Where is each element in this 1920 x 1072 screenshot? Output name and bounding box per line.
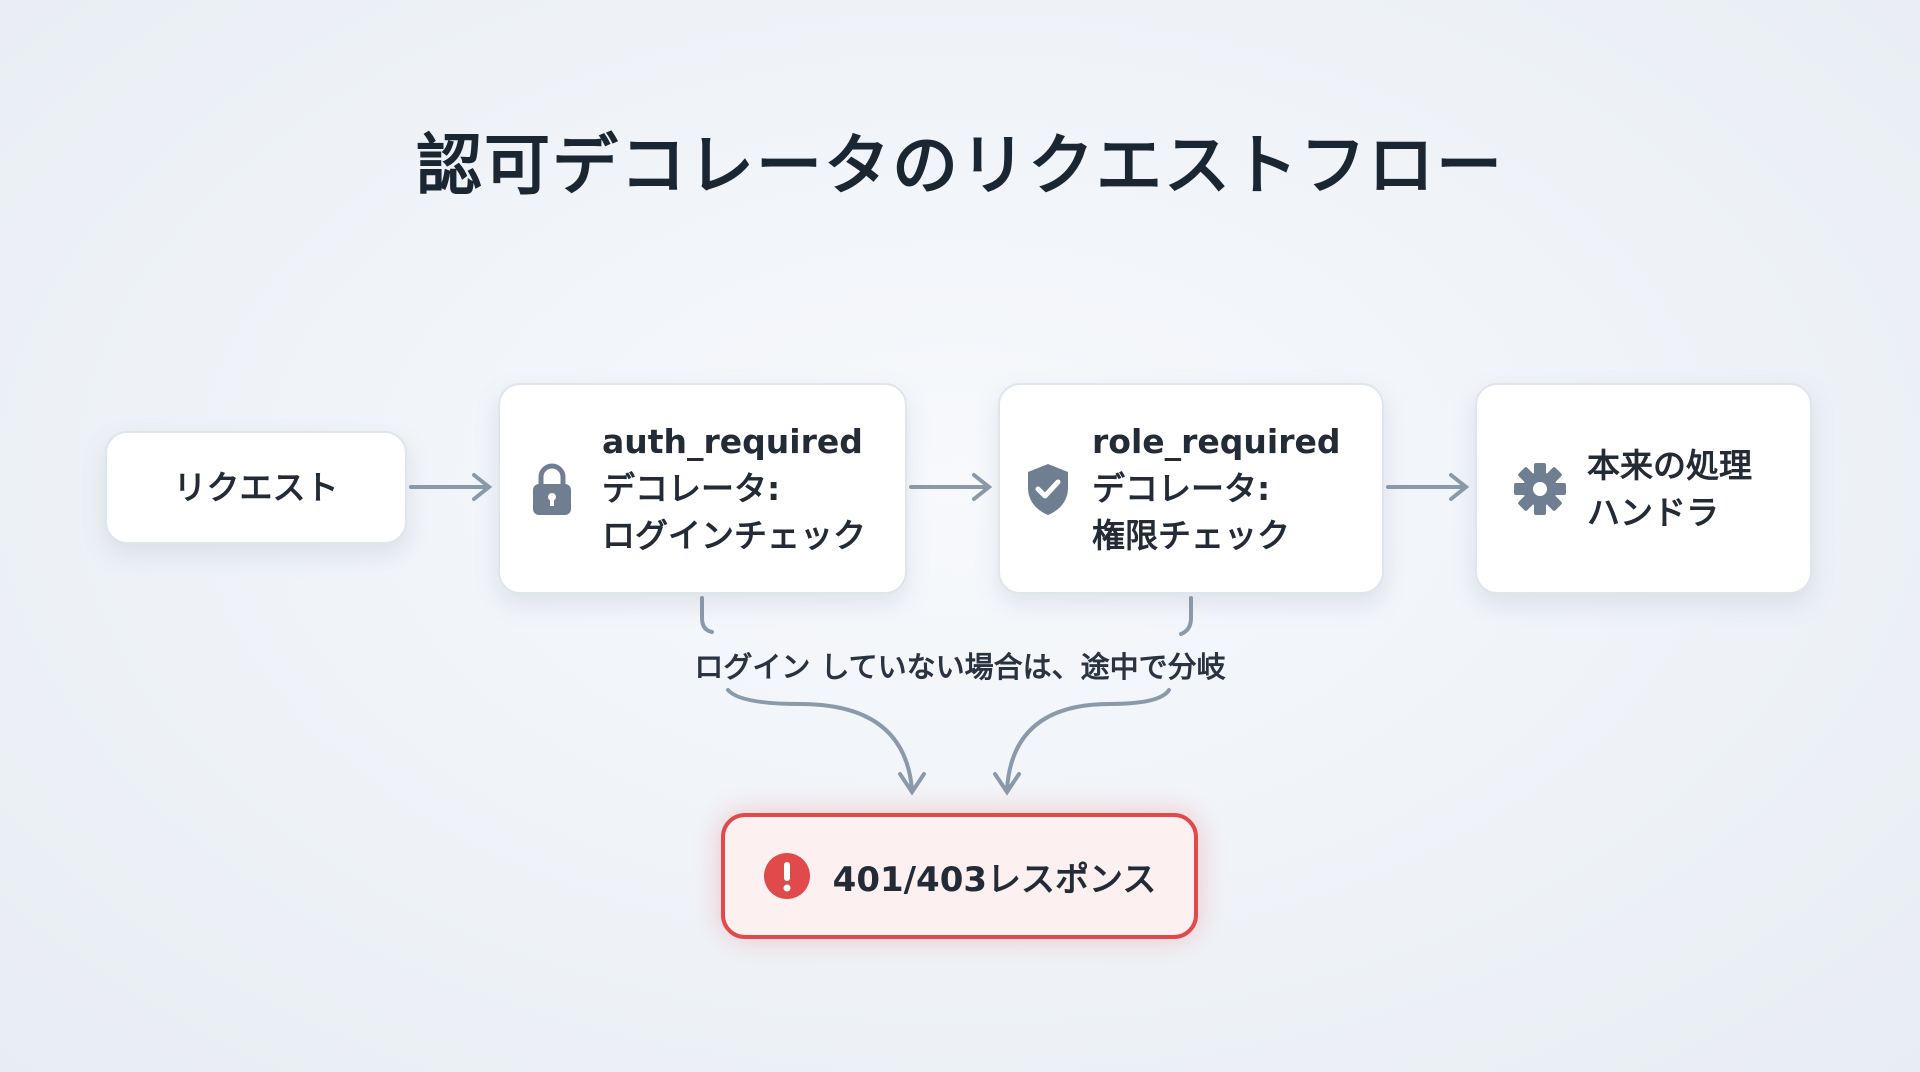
node-request-label: リクエスト: [173, 468, 339, 507]
node-auth-line1: auth_required: [602, 422, 863, 461]
node-auth-required: auth_required デコレータ: ログインチェック: [498, 383, 907, 594]
node-role-required: role_required デコレータ: 権限チェック: [998, 383, 1384, 594]
node-role-line3: 権限チェック: [1092, 516, 1290, 555]
arrow-role-to-handler: [1386, 473, 1470, 501]
node-role-line1: role_required: [1092, 422, 1341, 461]
lock-icon: [530, 462, 574, 516]
arrow-request-to-auth: [409, 473, 493, 501]
branch-curve-role: [993, 688, 1171, 796]
node-handler: 本来の処理 ハンドラ: [1475, 383, 1812, 594]
node-request: リクエスト: [105, 431, 407, 544]
branch-curve-auth: [726, 688, 926, 796]
node-handler-line1: 本来の処理: [1587, 445, 1752, 485]
branch-line-role-top: [1179, 596, 1193, 636]
node-auth-line2: デコレータ:: [602, 469, 781, 508]
branch-line-auth-top: [700, 596, 714, 634]
shield-check-icon: [1024, 462, 1072, 516]
arrow-auth-to-role: [909, 473, 993, 501]
node-role-line2: デコレータ:: [1092, 469, 1271, 508]
branch-label: ログイン していない場合は、途中で分岐: [694, 650, 1226, 684]
node-error-response: 401/403レスポンス: [721, 813, 1198, 939]
error-label: 401/403レスポンス: [832, 859, 1157, 900]
node-auth-line3: ログインチェック: [602, 516, 866, 555]
exclamation-circle-icon: [763, 852, 811, 900]
diagram-title: 認可デコレータのリクエストフロー: [416, 127, 1504, 204]
node-handler-line2: ハンドラ: [1587, 492, 1719, 532]
gear-icon: [1513, 462, 1567, 516]
